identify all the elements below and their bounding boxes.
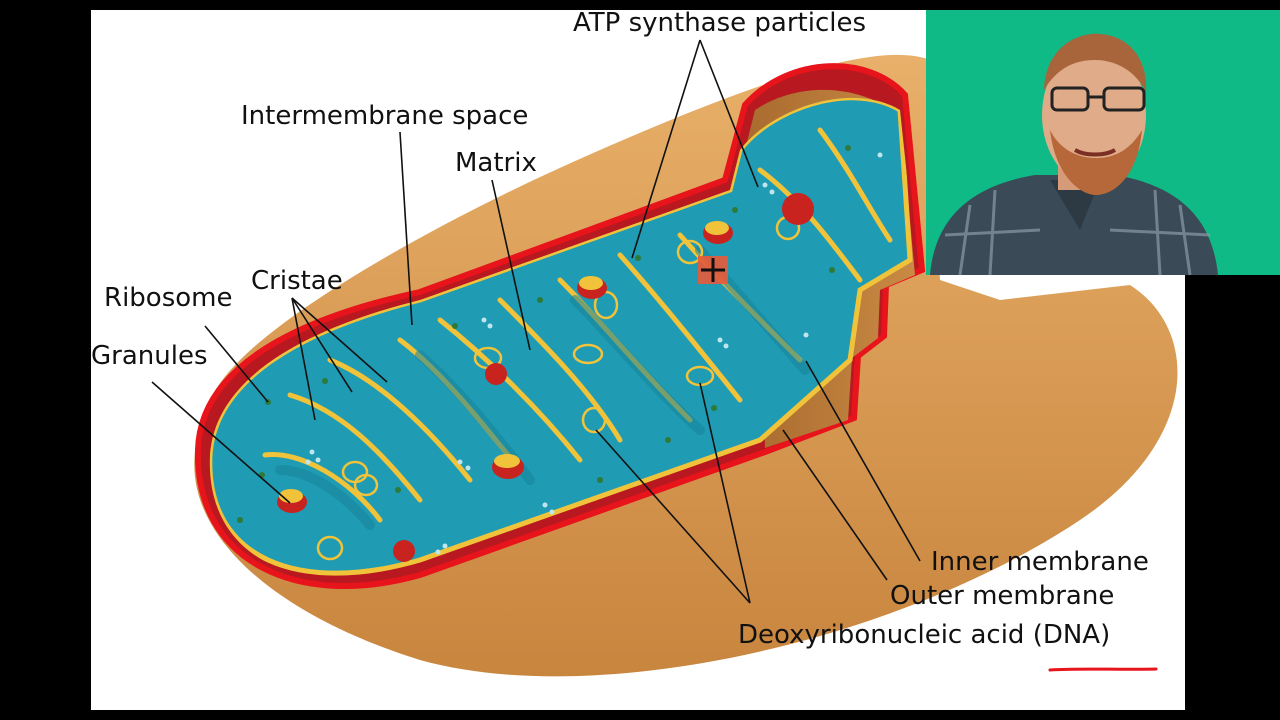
annotation-underline <box>1048 667 1158 672</box>
label-intermembrane-space: Intermembrane space <box>241 101 528 131</box>
label-outer-membrane: Outer membrane <box>890 581 1114 611</box>
granules <box>305 152 883 555</box>
cursor-marker <box>698 256 728 284</box>
label-granules: Granules <box>91 341 208 371</box>
label-inner-membrane: Inner membrane <box>931 547 1149 577</box>
annotation-lines <box>151 39 921 604</box>
label-matrix: Matrix <box>455 148 537 178</box>
presenter-shirt <box>930 175 1218 275</box>
atp-synthase-particles <box>277 193 814 562</box>
webcam-overlay <box>926 10 1280 276</box>
presenter-head <box>1042 45 1146 185</box>
label-atp-synthase: ATP synthase particles <box>573 8 866 38</box>
label-ribosome: Ribosome <box>104 283 232 313</box>
label-dna: Deoxyribonucleic acid (DNA) <box>738 620 1110 650</box>
ribosome-dots <box>237 145 851 523</box>
label-cristae: Cristae <box>251 266 343 296</box>
